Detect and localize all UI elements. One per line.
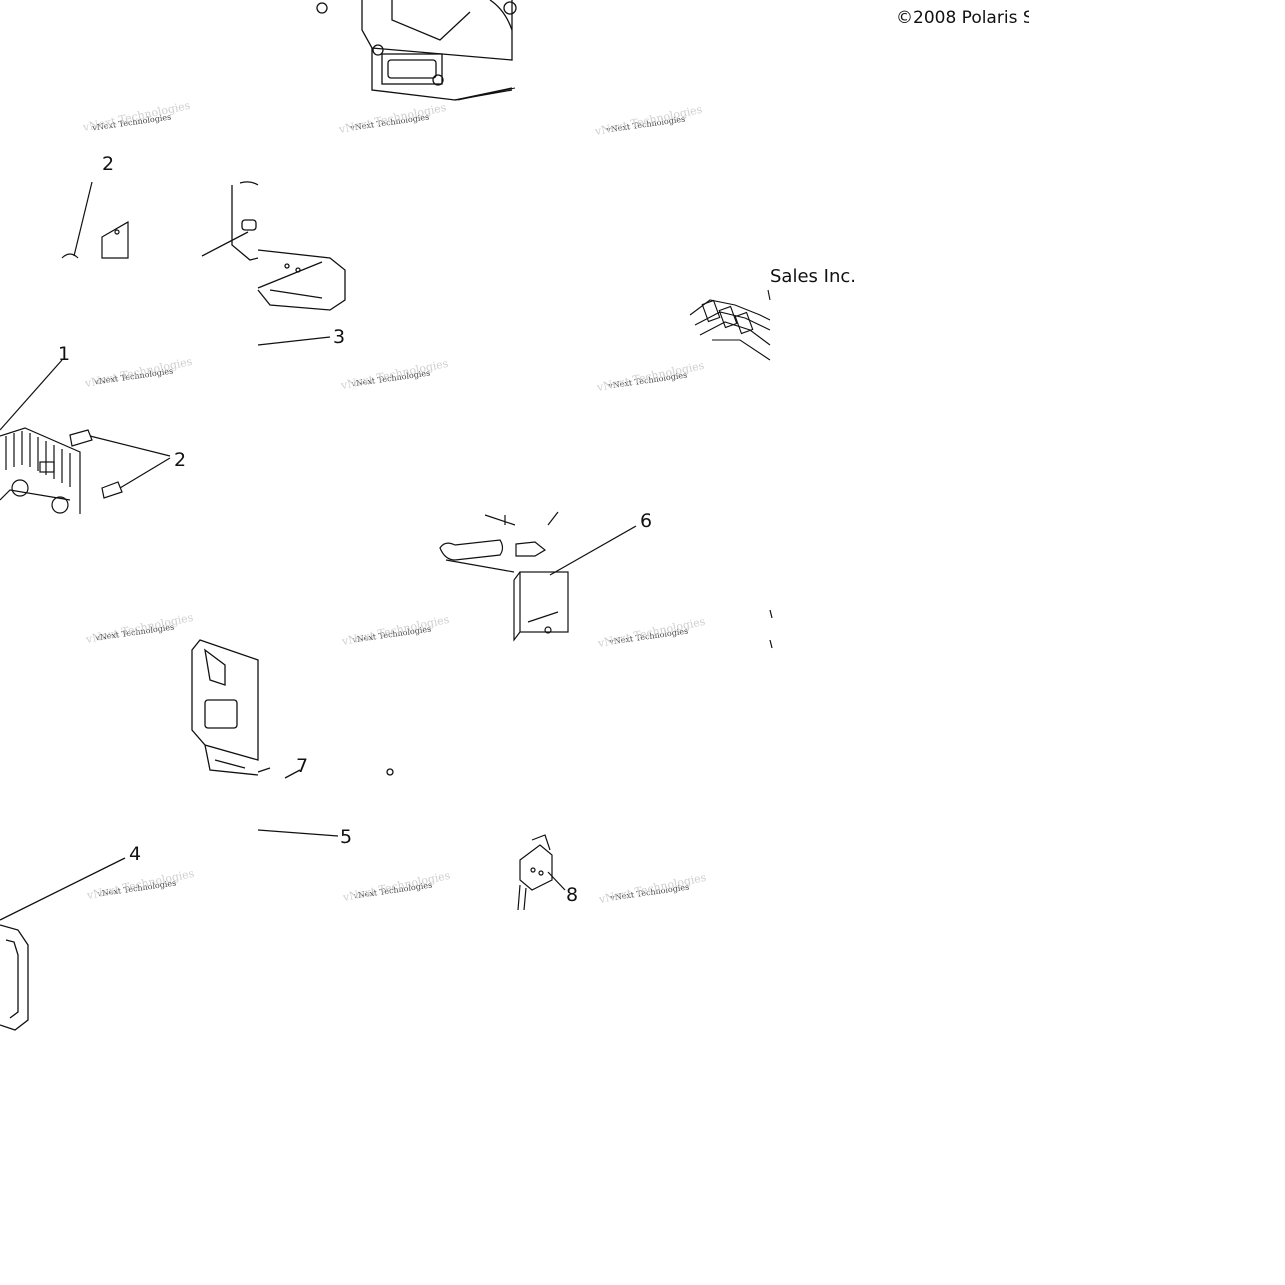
copyright-notice-continued: Sales Inc. bbox=[770, 266, 856, 287]
callout-1: 1 bbox=[58, 343, 70, 365]
ecu-4 bbox=[0, 336, 339, 1031]
callout-3: 3 bbox=[333, 326, 345, 348]
bracket-middle bbox=[201, 181, 346, 311]
connector-harness bbox=[689, 289, 771, 361]
callout-2a: 2 bbox=[102, 153, 114, 175]
switch-8 bbox=[517, 834, 566, 911]
bracket-top bbox=[316, 0, 517, 101]
callout-4: 4 bbox=[129, 843, 141, 865]
relay-6 bbox=[439, 511, 773, 649]
leader-lines bbox=[457, 87, 516, 101]
callout-8: 8 bbox=[566, 884, 578, 906]
copyright-notice: ©2008 Polaris S bbox=[896, 8, 1029, 28]
callout-labels: 2 3 1 2 6 7 5 4 8 bbox=[58, 153, 652, 906]
callout-6: 6 bbox=[640, 510, 652, 532]
plate-top-left bbox=[61, 181, 129, 259]
callout-7: 7 bbox=[296, 755, 308, 777]
callout-5: 5 bbox=[340, 826, 352, 848]
ecu-7 bbox=[191, 639, 394, 779]
callout-2b: 2 bbox=[174, 449, 186, 471]
module-1 bbox=[0, 359, 171, 514]
